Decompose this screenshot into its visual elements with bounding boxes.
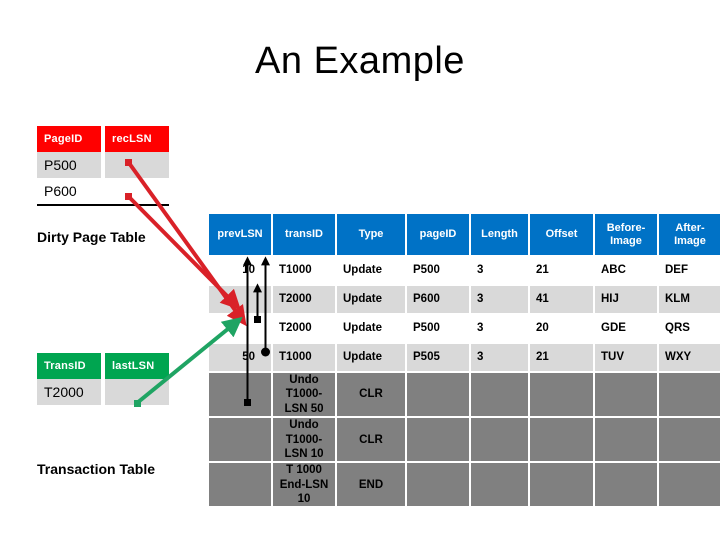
log-cell-type: Update — [337, 344, 405, 371]
log-cell-transid: T1000 — [273, 257, 335, 284]
log-cell-prevlsn — [209, 463, 271, 507]
transaction-cell-lastlsn — [105, 379, 169, 405]
log-table-header-row: prevLSN transID Type pageID Length Offse… — [209, 214, 720, 255]
log-cell-before-image: HIJ — [595, 286, 657, 313]
dirty-page-table-caption: Dirty Page Table — [37, 229, 146, 245]
log-cell-type: Update — [337, 286, 405, 313]
log-cell-before-image — [595, 463, 657, 507]
dirty-page-cell-pageid: P500 — [37, 152, 101, 178]
log-cell-type: END — [337, 463, 405, 507]
dirty-page-table: PageID recLSN P500 P600 — [37, 126, 169, 204]
log-cell-offset — [530, 373, 593, 417]
log-cell-before-image: ABC — [595, 257, 657, 284]
dirty-page-table-header-pageid: PageID — [37, 126, 101, 152]
log-cell-type: Update — [337, 257, 405, 284]
log-cell-transid: T2000 — [273, 286, 335, 313]
log-cell-pageid: P500 — [407, 315, 469, 342]
log-cell-prevlsn — [209, 315, 271, 342]
log-cell-length — [471, 463, 528, 507]
dirty-page-table-underline — [37, 204, 169, 206]
dirty-page-table-row: P500 — [37, 152, 169, 178]
dirty-page-cell-gap — [101, 178, 105, 204]
log-cell-length — [471, 418, 528, 462]
log-cell-type: Update — [337, 315, 405, 342]
transaction-table-header-row: TransID lastLSN — [37, 353, 169, 379]
log-header-before-image: Before-Image — [595, 214, 657, 255]
log-cell-offset — [530, 418, 593, 462]
log-cell-after-image — [659, 463, 720, 507]
log-cell-offset — [530, 463, 593, 507]
log-cell-prevlsn: 50 — [209, 344, 271, 371]
log-cell-transid: T1000 — [273, 344, 335, 371]
log-header-pageid: pageID — [407, 214, 469, 255]
log-cell-pageid — [407, 373, 469, 417]
log-cell-length — [471, 373, 528, 417]
transaction-table-header-gap — [101, 353, 105, 379]
log-cell-prevlsn: 10 — [209, 257, 271, 284]
log-header-prevlsn: prevLSN — [209, 214, 271, 255]
transaction-table-header-lastlsn: lastLSN — [105, 353, 169, 379]
log-cell-pageid: P500 — [407, 257, 469, 284]
transaction-cell-gap — [101, 379, 105, 405]
log-cell-before-image — [595, 418, 657, 462]
log-cell-transid: Undo T1000-LSN 10 — [273, 418, 335, 462]
log-cell-transid: T 1000 End-LSN 10 — [273, 463, 335, 507]
log-cell-before-image — [595, 373, 657, 417]
log-cell-after-image — [659, 418, 720, 462]
dirty-page-table-header-row: PageID recLSN — [37, 126, 169, 152]
log-cell-after-image: QRS — [659, 315, 720, 342]
log-cell-before-image: TUV — [595, 344, 657, 371]
dirty-page-cell-reclsn — [105, 178, 169, 204]
log-header-offset: Offset — [530, 214, 593, 255]
log-cell-prevlsn — [209, 373, 271, 417]
log-cell-after-image: WXY — [659, 344, 720, 371]
dirty-page-cell-reclsn — [105, 152, 169, 178]
log-cell-prevlsn — [209, 418, 271, 462]
log-cell-type: CLR — [337, 418, 405, 462]
log-cell-pageid: P505 — [407, 344, 469, 371]
log-cell-transid: Undo T1000-LSN 50 — [273, 373, 335, 417]
log-cell-pageid — [407, 463, 469, 507]
log-cell-transid: T2000 — [273, 315, 335, 342]
log-header-length: Length — [471, 214, 528, 255]
log-cell-length: 3 — [471, 286, 528, 313]
dirty-page-cell-pageid: P600 — [37, 178, 101, 204]
dirty-page-cell-gap — [101, 152, 105, 178]
log-header-type: Type — [337, 214, 405, 255]
dirty-page-table-header-reclsn: recLSN — [105, 126, 169, 152]
transaction-table-row: T2000 — [37, 379, 169, 405]
log-cell-offset: 21 — [530, 344, 593, 371]
transaction-table: TransID lastLSN T2000 — [37, 353, 169, 405]
log-cell-offset: 20 — [530, 315, 593, 342]
page-title: An Example — [255, 40, 465, 82]
log-cell-offset: 41 — [530, 286, 593, 313]
dirty-page-table-header-gap — [101, 126, 105, 152]
log-cell-pageid — [407, 418, 469, 462]
log-cell-length: 3 — [471, 257, 528, 284]
transaction-table-header-transid: TransID — [37, 353, 101, 379]
log-cell-after-image: DEF — [659, 257, 720, 284]
log-record-table: prevLSN transID Type pageID Length Offse… — [207, 212, 720, 508]
log-cell-prevlsn — [209, 286, 271, 313]
log-header-after-image: After-Image — [659, 214, 720, 255]
log-cell-offset: 21 — [530, 257, 593, 284]
log-cell-length: 3 — [471, 344, 528, 371]
transaction-cell-transid: T2000 — [37, 379, 101, 405]
log-cell-pageid: P600 — [407, 286, 469, 313]
log-cell-after-image — [659, 373, 720, 417]
transaction-table-caption: Transaction Table — [37, 461, 155, 477]
dirty-page-table-row: P600 — [37, 178, 169, 204]
log-cell-length: 3 — [471, 315, 528, 342]
log-cell-before-image: GDE — [595, 315, 657, 342]
log-header-transid: transID — [273, 214, 335, 255]
log-cell-after-image: KLM — [659, 286, 720, 313]
log-cell-type: CLR — [337, 373, 405, 417]
